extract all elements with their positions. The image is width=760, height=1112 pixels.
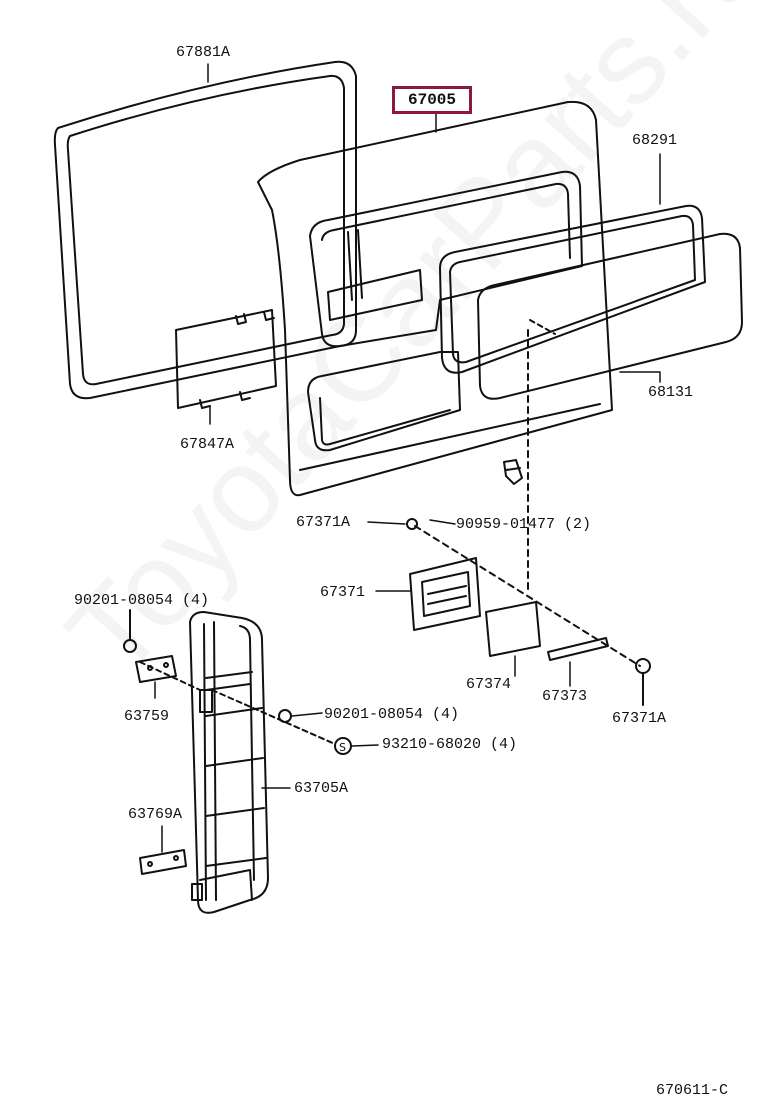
clip-90959-01477 (503, 459, 523, 485)
part-label-67847A[interactable]: 67847A (180, 436, 235, 453)
grommet-67371A-bottom (635, 658, 651, 706)
nut-90201-top (123, 639, 137, 653)
part-label-67371[interactable]: 67371 (320, 584, 366, 601)
part-label-67371A-top[interactable]: 67371A (296, 514, 351, 531)
part-label-67373[interactable]: 67373 (542, 688, 588, 705)
diagram-code: 670611-C (656, 1082, 729, 1099)
part-label-63759[interactable]: 63759 (124, 708, 170, 725)
assembly-line-ladder (211, 689, 336, 745)
part-label-93210-68020[interactable]: 93210-68020 (4) (382, 736, 518, 753)
highlighted-part-number[interactable]: 67005 (392, 86, 472, 114)
nut-90201-mid (278, 709, 292, 723)
plate-67374 (485, 601, 541, 657)
glass-68131 (477, 232, 743, 400)
assembly-line-diagonal (414, 525, 641, 667)
part-label-90959-01477[interactable]: 90959-01477 (2) (456, 516, 592, 533)
strip-67373 (547, 637, 609, 661)
glass-seal-68291 (439, 204, 706, 374)
part-label-63705A[interactable]: 63705A (294, 780, 349, 797)
cover-67847A (175, 309, 277, 409)
grommet-67371A-top (406, 518, 418, 530)
part-label-63769A[interactable]: 63769A (128, 806, 183, 823)
leader-lines (154, 63, 661, 853)
part-label-90201-08054-top[interactable]: 90201-08054 (4) (74, 592, 210, 609)
part-label-67371A-bottom[interactable]: 67371A (612, 710, 667, 727)
ladder-63705A (189, 611, 269, 914)
part-label-68131[interactable]: 68131 (648, 384, 694, 401)
screw-93210: S (334, 737, 352, 755)
weatherstrip-67881A (53, 60, 357, 400)
back-door-panel-67005 (257, 100, 613, 497)
part-label-67374[interactable]: 67374 (466, 676, 512, 693)
bracket-63759 (135, 655, 201, 691)
part-label-68291[interactable]: 68291 (632, 132, 678, 149)
part-label-90201-08054-mid[interactable]: 90201-08054 (4) (324, 706, 460, 723)
svg-text:S: S (339, 741, 346, 754)
part-label-67881A[interactable]: 67881A (176, 44, 231, 61)
handle-67371 (409, 557, 481, 631)
plate-63769A (139, 849, 187, 875)
